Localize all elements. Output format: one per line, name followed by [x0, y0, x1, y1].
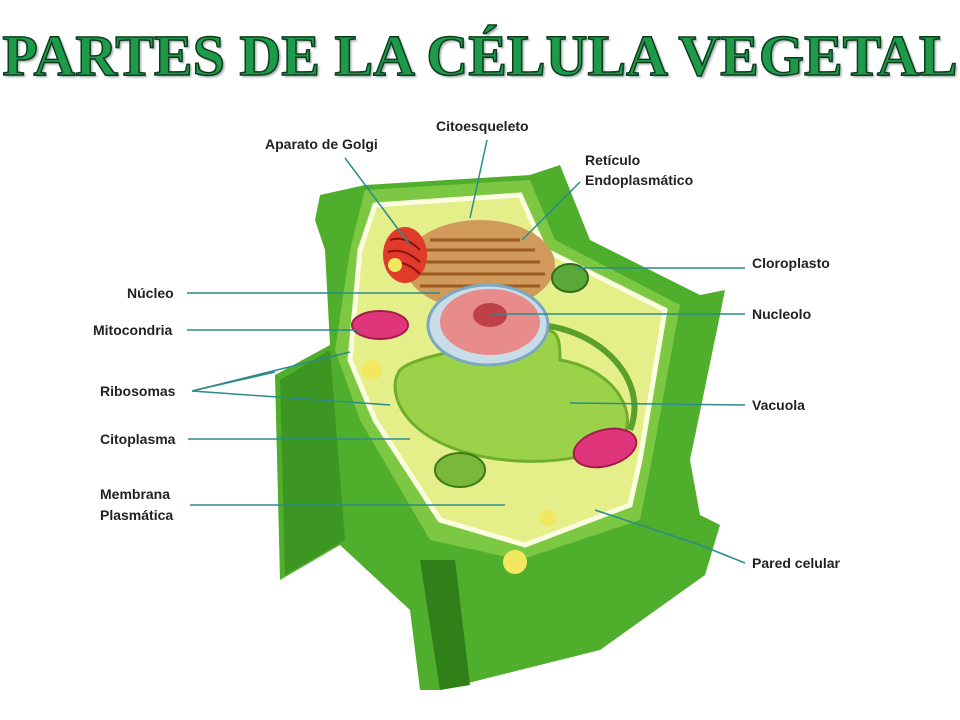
label-cloroplasto: Cloroplasto — [752, 255, 830, 271]
leader-lines — [187, 139, 746, 564]
label-mitocondria: Mitocondria — [93, 322, 173, 338]
label-membrana-1: Membrana — [100, 486, 171, 502]
label-golgi: Aparato de Golgi — [265, 136, 378, 152]
label-citoesqueleto: Citoesqueleto — [436, 118, 529, 134]
label-vacuola: Vacuola — [752, 397, 805, 413]
label-citoplasma: Citoplasma — [100, 431, 176, 447]
mitochondrion — [572, 427, 638, 469]
label-ribosomas: Ribosomas — [100, 383, 176, 399]
chloroplast — [434, 452, 486, 488]
nucleus — [426, 283, 550, 367]
chloroplast — [551, 263, 589, 293]
golgi-apparatus — [383, 227, 427, 283]
label-membrana-2: Plasmática — [100, 507, 174, 523]
nucleolus — [473, 303, 507, 327]
page-title: PARTES DE LA CÉLULA VEGETAL — [2, 22, 959, 89]
label-pared-celular: Pared celular — [752, 555, 840, 571]
label-nucleolo: Nucleolo — [752, 306, 812, 322]
label-reticulo-2: Endoplasmático — [585, 172, 694, 188]
label-nucleo: Núcleo — [127, 285, 174, 301]
endoplasmic-reticulum — [405, 220, 555, 310]
label-reticulo-1: Retículo — [585, 152, 641, 168]
mitochondrion — [351, 310, 409, 340]
